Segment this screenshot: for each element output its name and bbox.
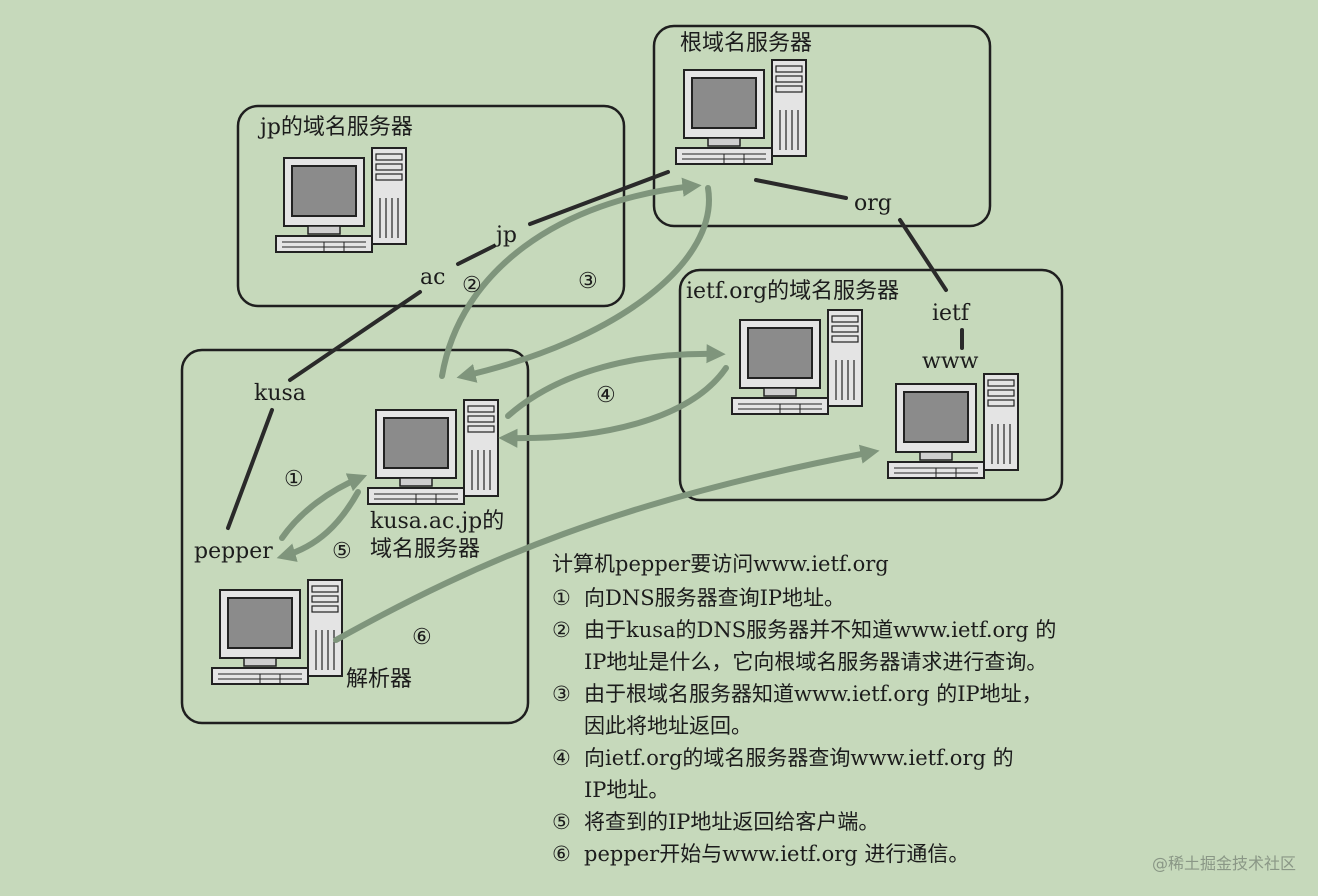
tree-line-org-ietf	[898, 218, 948, 292]
step-marker-2: ②	[462, 273, 482, 298]
kusa-server-computer-icon	[367, 399, 499, 505]
note-step-6-number: ⑥	[552, 842, 571, 866]
note-step-5-line-1: 将查到的IP地址返回给客户端。	[584, 810, 880, 834]
note-step-3-line-2: 因此将地址返回。	[584, 714, 752, 738]
jp-server-computer-icon	[275, 147, 407, 253]
note-step-2: ② 由于kusa的DNS服务器并不知道www.ietf.org 的 IP地址是什…	[552, 614, 1192, 678]
note-step-3-line-1: 由于根域名服务器知道www.ietf.org 的IP地址，	[584, 682, 1043, 706]
note-step-2-line-1: 由于kusa的DNS服务器并不知道www.ietf.org 的	[584, 618, 1057, 642]
explanation-notes: 计算机pepper要访问www.ietf.org ① 向DNS服务器查询IP地址…	[552, 548, 1192, 870]
note-step-4: ④ 向ietf.org的域名服务器查询www.ietf.org 的 IP地址。	[552, 742, 1192, 806]
resolver-computer-icon	[211, 579, 343, 685]
tree-label-ac: ac	[420, 265, 445, 290]
note-step-6: ⑥ pepper开始与www.ietf.org 进行通信。	[552, 838, 1192, 870]
note-step-6-line-1: pepper开始与www.ietf.org 进行通信。	[584, 842, 970, 866]
tree-label-pepper: pepper	[194, 539, 273, 564]
note-step-4-number: ④	[552, 746, 571, 770]
root-server-computer-icon	[675, 59, 807, 165]
kusa-server-box	[180, 348, 530, 725]
watermark: @稀土掘金技术社区	[1151, 854, 1296, 873]
kusa-server-label-2: 域名服务器	[370, 537, 480, 562]
tree-label-jp: jp	[493, 223, 517, 248]
note-step-1: ① 向DNS服务器查询IP地址。	[552, 582, 1192, 614]
note-step-1-number: ①	[552, 586, 571, 610]
note-step-4-line-2: IP地址。	[584, 778, 670, 802]
step-marker-5: ⑤	[332, 539, 352, 564]
tree-label-www: www	[922, 349, 979, 374]
arrow-step-3	[456, 185, 712, 383]
root-server-box	[652, 24, 992, 228]
step-marker-1: ①	[284, 467, 304, 492]
tree-line-jp-ac	[456, 244, 496, 266]
step-marker-4: ④	[596, 383, 616, 408]
resolver-label: 解析器	[346, 667, 412, 692]
arrow-step-4-back	[498, 365, 729, 448]
ietf-server-label: ietf.org的域名服务器	[686, 279, 899, 304]
jp-server-box	[236, 104, 626, 308]
step-marker-6: ⑥	[412, 625, 432, 650]
ietf-server-computer-icon	[731, 309, 863, 415]
note-step-2-number: ②	[552, 618, 571, 642]
tree-label-kusa: kusa	[254, 381, 306, 406]
arrow-step-2	[439, 177, 702, 379]
tree-line-ac-kusa	[288, 290, 422, 382]
tree-line-root-org	[754, 178, 848, 200]
ietf-server-box	[678, 268, 1064, 502]
arrow-step-1	[279, 473, 368, 541]
note-step-3-number: ③	[552, 682, 571, 706]
tree-line-root-jp	[528, 170, 670, 226]
www-computer-icon	[887, 373, 1019, 479]
note-step-5: ⑤ 将查到的IP地址返回给客户端。	[552, 806, 1192, 838]
note-step-3: ③ 由于根域名服务器知道www.ietf.org 的IP地址， 因此将地址返回。	[552, 678, 1192, 742]
tree-line-kusa-pepper	[226, 408, 274, 530]
arrow-step-5	[276, 489, 361, 562]
notes-heading: 计算机pepper要访问www.ietf.org	[552, 552, 889, 576]
note-step-4-line-1: 向ietf.org的域名服务器查询www.ietf.org 的	[584, 746, 1014, 770]
note-step-2-line-2: IP地址是什么，它向根域名服务器请求进行查询。	[584, 650, 1048, 674]
tree-label-org: org	[854, 191, 892, 216]
note-step-1-line-1: 向DNS服务器查询IP地址。	[584, 586, 846, 610]
note-step-5-number: ⑤	[552, 810, 571, 834]
arrow-step-4-out	[505, 344, 726, 419]
arrow-step-6	[333, 444, 880, 643]
tree-label-ietf: ietf	[932, 301, 971, 326]
kusa-server-label-1: kusa.ac.jp的	[370, 509, 504, 534]
root-server-label: 根域名服务器	[680, 31, 812, 56]
step-marker-3: ③	[578, 269, 598, 294]
jp-server-label: jp的域名服务器	[257, 115, 413, 140]
